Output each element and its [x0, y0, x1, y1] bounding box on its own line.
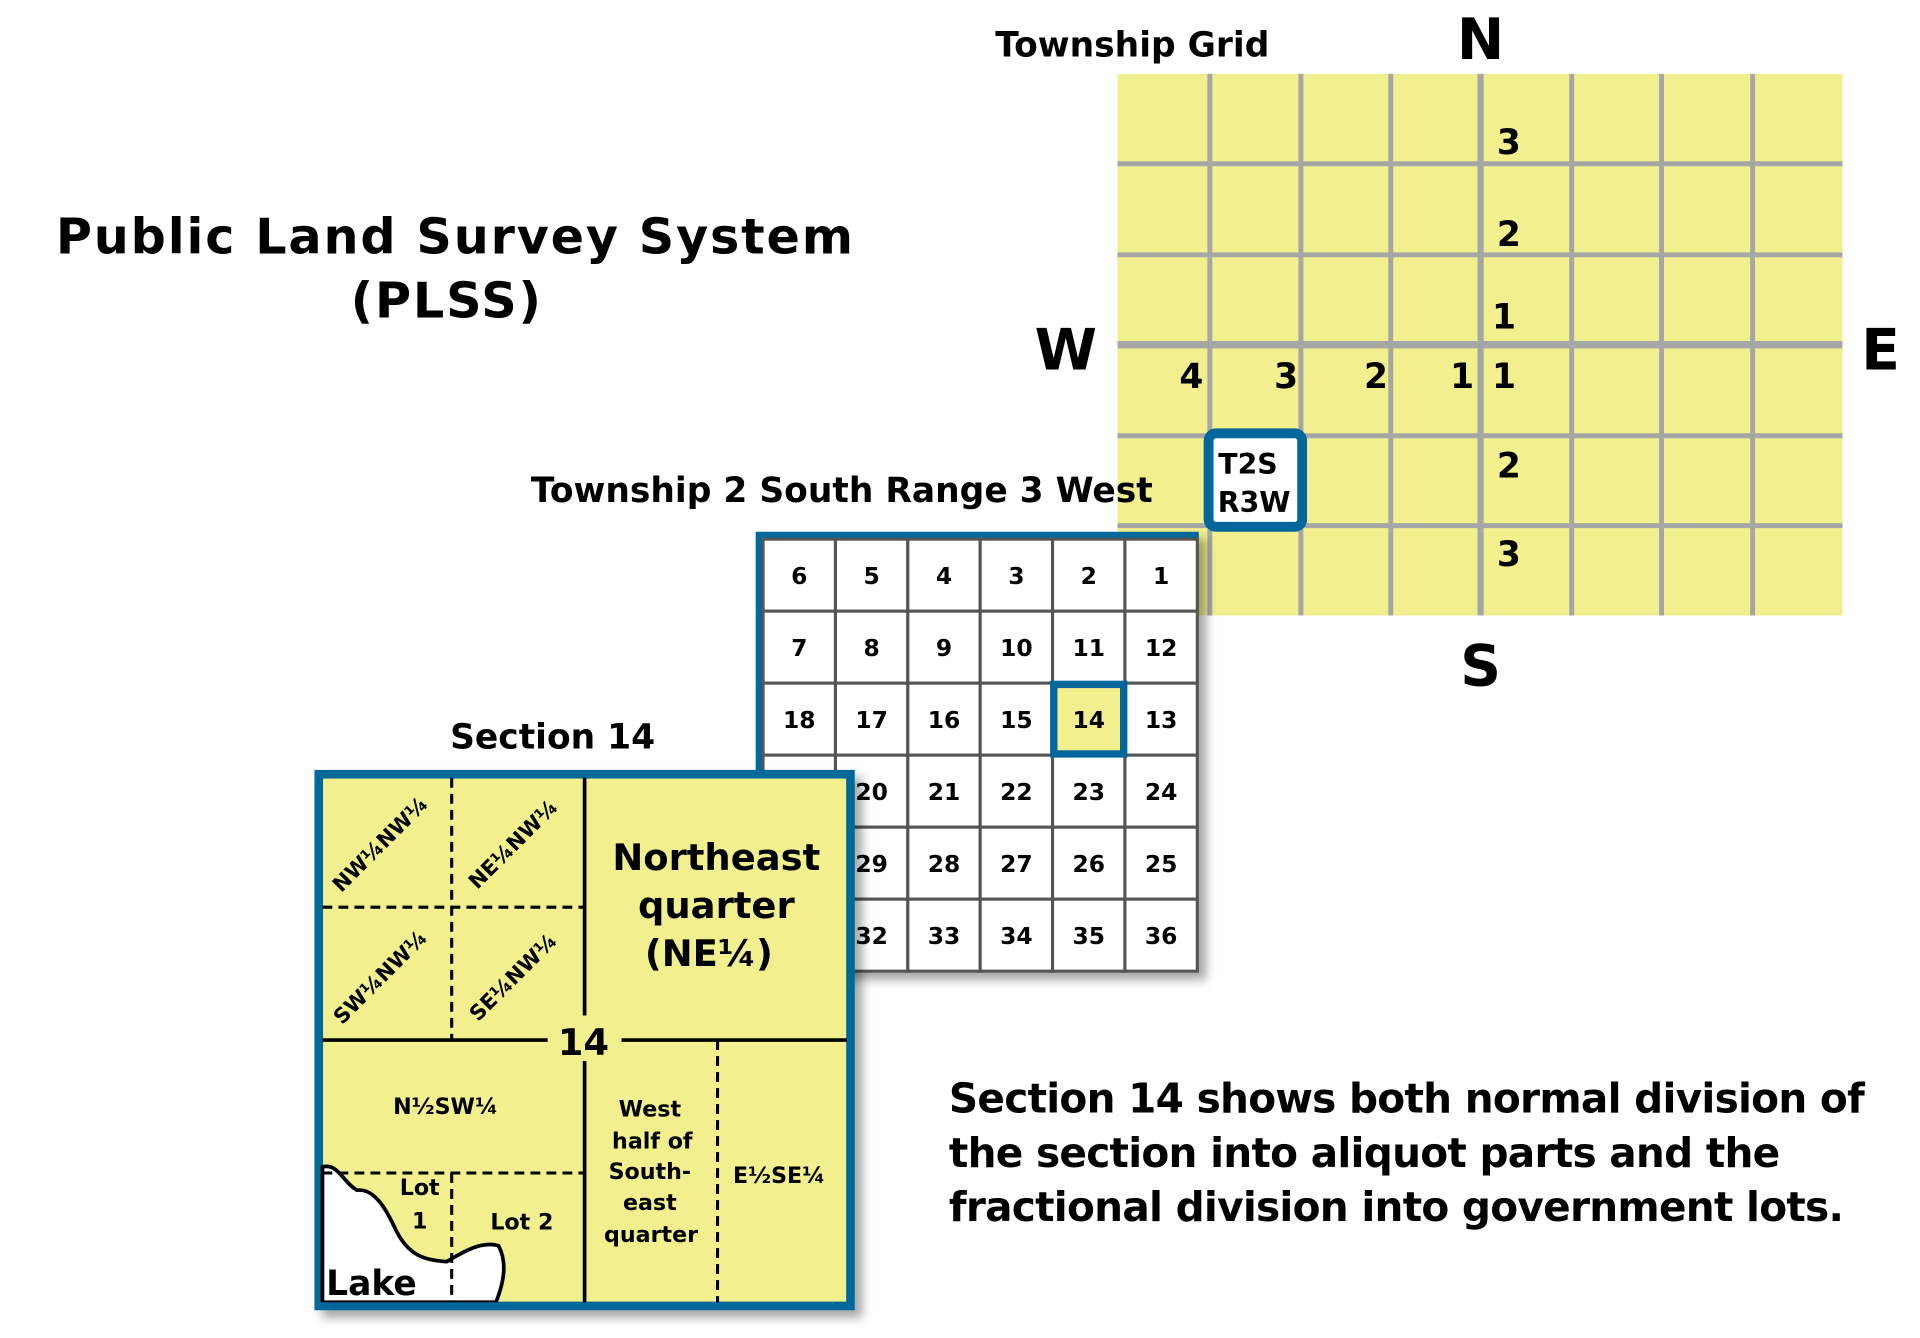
section-number-9: 9 — [936, 634, 952, 662]
section-cell — [1051, 609, 1127, 685]
township-south-2: 2 — [1497, 447, 1521, 487]
township-grid: Township Grid N S W E 3 2 1 1 2 3 4 3 2 … — [995, 7, 1900, 699]
section-label: Section 14 — [450, 717, 655, 757]
selected-township-label: T2S — [1218, 448, 1277, 481]
section-cell — [1123, 897, 1199, 973]
caption-line-1: Section 14 shows both normal division of — [949, 1075, 1866, 1123]
section-number-35: 35 — [1072, 922, 1105, 950]
range-west-3: 3 — [1274, 357, 1298, 397]
lake-area — [320, 1164, 506, 1305]
section-cell — [906, 681, 982, 757]
compass-north: N — [1457, 7, 1504, 73]
section-number-15: 15 — [1000, 706, 1033, 734]
caption-line-2: the section into aliquot parts and the — [949, 1129, 1780, 1177]
section-number-7: 7 — [791, 634, 807, 662]
section-cell — [978, 825, 1055, 901]
highlighted-section-border — [1050, 680, 1128, 758]
section-number-21: 21 — [928, 778, 961, 806]
section-number-13: 13 — [1145, 706, 1178, 734]
section-cell — [761, 681, 837, 757]
section-cell — [761, 609, 837, 685]
section-number-3: 3 — [1008, 562, 1024, 590]
caption-line-3: fractional division into government lots… — [949, 1183, 1843, 1231]
w-half-se-line-5: quarter — [604, 1222, 698, 1248]
lake-label: Lake — [326, 1264, 417, 1304]
section-number-6: 6 — [791, 562, 807, 590]
section-cell — [833, 609, 910, 685]
section-number-17: 17 — [855, 706, 888, 734]
n-half-sw-label: N½SW¼ — [393, 1094, 498, 1120]
section-number-14: 14 — [1072, 706, 1105, 734]
section-number-32: 32 — [855, 922, 888, 950]
section-number-4: 4 — [936, 562, 952, 590]
section-cell — [1123, 753, 1199, 829]
township-north-2: 2 — [1497, 215, 1521, 255]
section-number-2: 2 — [1081, 562, 1097, 590]
township-south-1: 1 — [1492, 357, 1516, 397]
w-half-se-line-3: South- — [609, 1159, 691, 1185]
section-number-33: 33 — [928, 922, 961, 950]
title-line-1: Public Land Survey System — [56, 208, 855, 266]
section-number-36: 36 — [1145, 922, 1178, 950]
ne-quarter-line-3: (NE¼) — [645, 932, 773, 975]
title-line-2: (PLSS) — [351, 272, 543, 330]
section-number-34: 34 — [1000, 922, 1033, 950]
section-number-26: 26 — [1072, 850, 1105, 878]
section-number-18: 18 — [783, 706, 816, 734]
section-number-12: 12 — [1145, 634, 1178, 662]
section-cell — [1051, 897, 1127, 973]
section-cell — [1123, 681, 1199, 757]
range-west-4: 4 — [1179, 357, 1203, 397]
lot-1-line-1: Lot — [400, 1175, 440, 1201]
section-number-10: 10 — [1000, 634, 1033, 662]
township-south-3: 3 — [1497, 535, 1521, 575]
section-number-8: 8 — [863, 634, 879, 662]
caption: Section 14 shows both normal division of… — [949, 1075, 1867, 1231]
township-north-3: 3 — [1497, 123, 1521, 163]
section-number-20: 20 — [855, 778, 888, 806]
e-half-se-label: E½SE¼ — [733, 1163, 825, 1189]
section-number-11: 11 — [1072, 634, 1105, 662]
ne-quarter-line-1: Northeast — [612, 836, 820, 879]
section-cell — [833, 681, 910, 757]
section-number-22: 22 — [1000, 778, 1033, 806]
lot-2-label: Lot 2 — [490, 1210, 553, 1236]
compass-west: W — [1035, 317, 1097, 383]
section-cell — [1123, 825, 1199, 901]
section-cell — [906, 897, 982, 973]
section-cell — [1051, 825, 1127, 901]
section-cell — [978, 609, 1055, 685]
section-number-28: 28 — [928, 850, 961, 878]
selected-township-t2s-r3w: T2S R3W — [1203, 428, 1308, 532]
section-14-detail: 14 NW¼NW¼ NE¼NW¼ SW¼NW¼ SE¼NW¼ Northeast… — [314, 769, 855, 1311]
section-number: 14 — [558, 1021, 609, 1064]
lot-1-line-2: 1 — [412, 1208, 427, 1234]
selected-range-label: R3W — [1218, 486, 1291, 519]
section-number-24: 24 — [1145, 778, 1178, 806]
section-number-23: 23 — [1072, 778, 1105, 806]
section-number-27: 27 — [1000, 850, 1033, 878]
ne-quarter-line-2: quarter — [638, 884, 795, 927]
section-cell — [978, 897, 1055, 973]
section-number-16: 16 — [928, 706, 961, 734]
section-cell — [1123, 537, 1199, 613]
w-half-se-line-2: half of — [612, 1128, 693, 1154]
range-west-2: 2 — [1364, 357, 1388, 397]
township-grid-label: Township Grid — [995, 26, 1269, 66]
township-grid-lines — [1117, 73, 1843, 616]
section-cell — [978, 537, 1055, 613]
compass-south: S — [1460, 634, 1501, 700]
section-number-29: 29 — [855, 850, 888, 878]
w-half-se-line-1: West — [619, 1096, 682, 1122]
township-north-1: 1 — [1492, 298, 1516, 338]
w-half-se-line-4: east — [623, 1190, 677, 1216]
section-number-5: 5 — [863, 562, 879, 590]
section-number-1: 1 — [1153, 562, 1169, 590]
section-number-25: 25 — [1145, 850, 1178, 878]
section-cell — [906, 537, 982, 613]
township-label: Township 2 South Range 3 West — [531, 471, 1153, 511]
township-sections-table: 6543217891011121817161514131920212223243… — [755, 531, 1199, 973]
compass-east: E — [1861, 317, 1900, 383]
range-west-1: 1 — [1450, 357, 1474, 397]
